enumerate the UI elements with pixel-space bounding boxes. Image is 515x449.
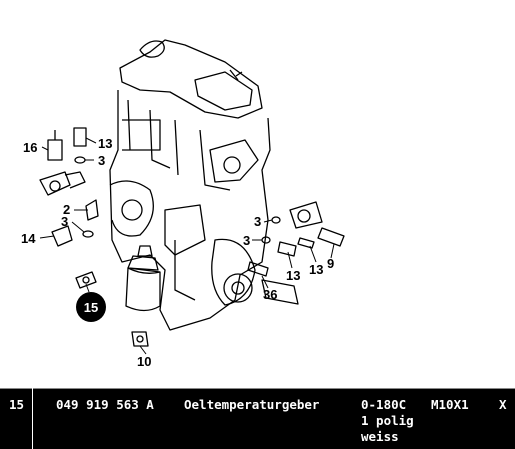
- highlighted-callout-15[interactable]: 15: [76, 292, 106, 322]
- parts-list-row[interactable]: 15 049 919 563 A Oeltemperaturgeber 0-18…: [0, 388, 515, 449]
- row-divider: [0, 388, 515, 389]
- selection-mark: X: [499, 397, 507, 412]
- callout-16: 16: [23, 140, 37, 155]
- callout-3-top: 3: [98, 153, 105, 168]
- callout-13-right: 13: [309, 262, 323, 277]
- part-number: 049 919 563 A: [56, 397, 154, 412]
- thread-size: M10X1: [431, 397, 469, 412]
- engine-block-drawing: [39, 39, 345, 347]
- callout-9: 9: [327, 256, 334, 271]
- leader-lines: [39, 137, 335, 355]
- callout-3-right-lower: 3: [243, 233, 250, 248]
- highlighted-callout-label: 15: [84, 300, 98, 315]
- callout-14: 14: [21, 231, 36, 246]
- callout-10: 10: [137, 354, 151, 369]
- column-separator: [32, 388, 33, 449]
- exploded-parts-diagram: 16 13 3 2 3 14 3 3 13 13 9 36 10 15: [21, 39, 345, 369]
- position-number: 15: [9, 397, 25, 412]
- callout-13-middle: 13: [286, 268, 300, 283]
- callout-3-right-upper: 3: [254, 214, 261, 229]
- spec-range: 0-180C: [361, 397, 407, 412]
- part-description: Oeltemperaturgeber: [184, 397, 320, 412]
- callout-13-top: 13: [98, 136, 112, 151]
- callout-3-left: 3: [61, 214, 68, 229]
- callout-2: 2: [63, 202, 70, 217]
- spec-poles: 1 polig: [361, 413, 414, 428]
- spec-color: weiss: [361, 429, 399, 444]
- callout-36: 36: [263, 287, 277, 302]
